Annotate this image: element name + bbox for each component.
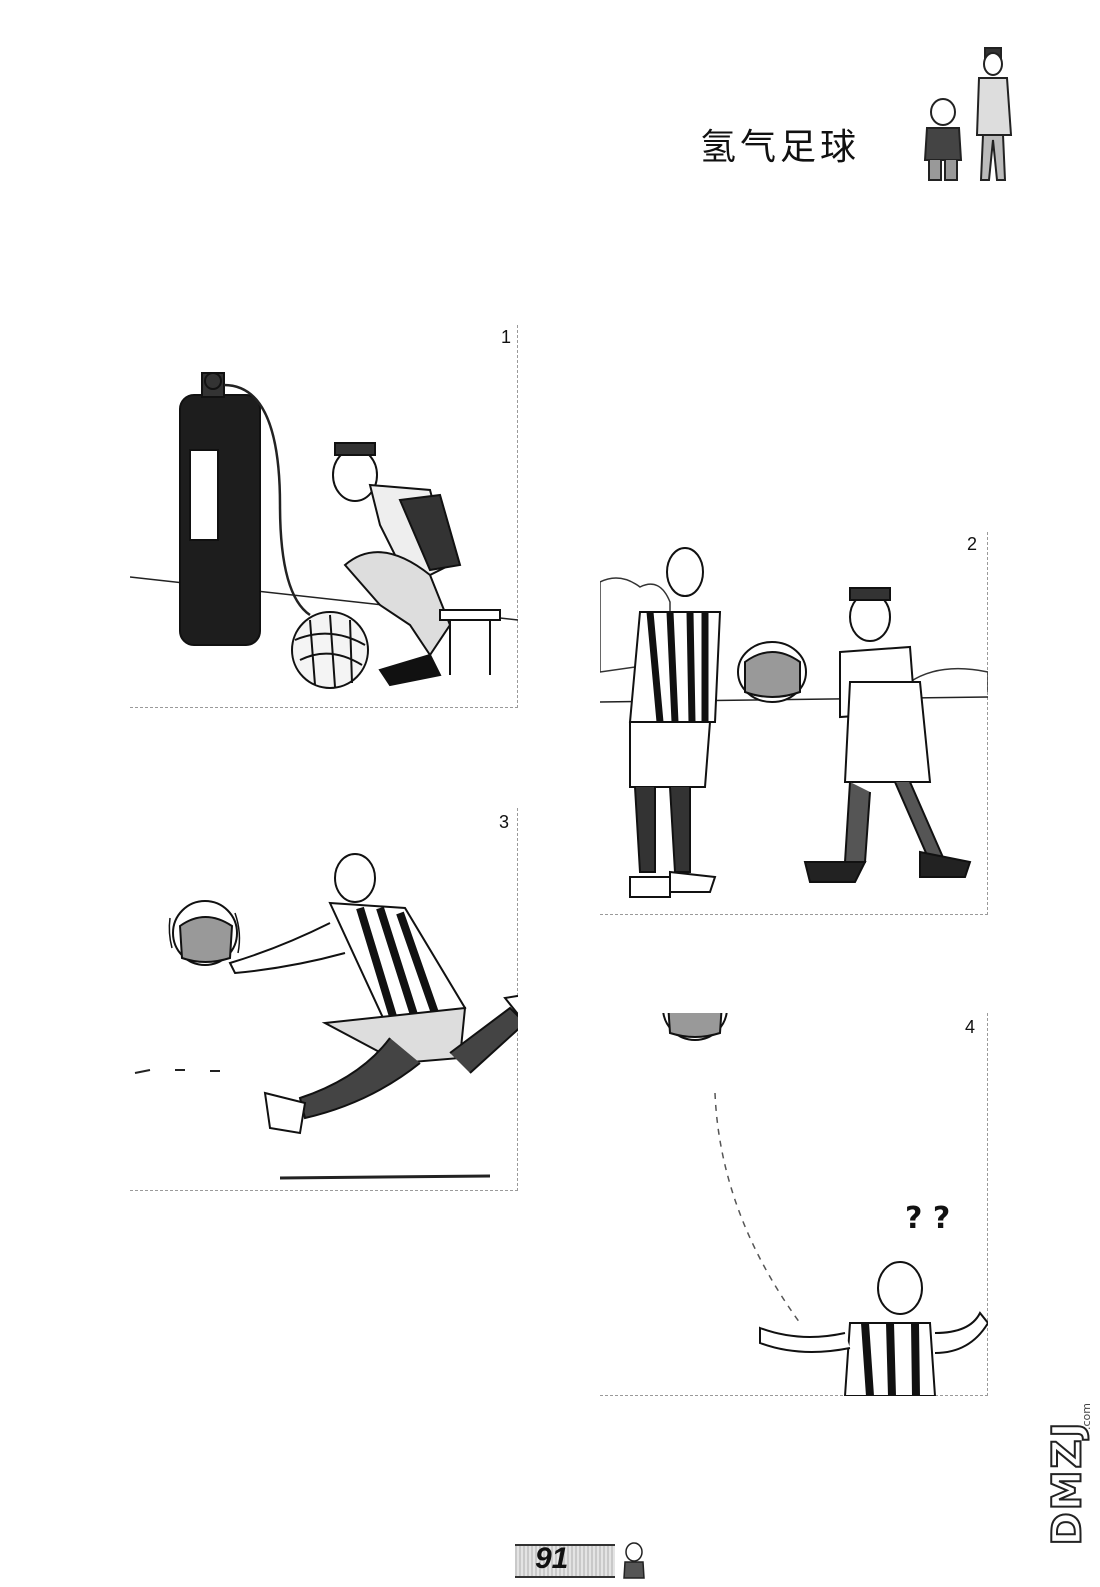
old-man-figure: [332, 442, 501, 687]
comic-panel-3: 3: [130, 808, 518, 1191]
watermark-domain: .com: [1080, 1403, 1093, 1430]
soccer-ball: [737, 641, 807, 703]
panel-1-illustration: [130, 372, 518, 689]
panel-number: 1: [500, 327, 511, 347]
panel-4-illustration: [662, 1013, 988, 1396]
soccer-ball: [168, 900, 241, 966]
mascot-illustration: [923, 47, 1013, 181]
panel-2-illustration: [600, 547, 988, 898]
gas-cylinder: [179, 372, 311, 646]
page-number: 91: [535, 1542, 569, 1575]
comic-panel-4: 4 ? ?: [600, 1013, 988, 1396]
mascot-mini-icon: [623, 1542, 645, 1579]
site-watermark: DMZJ .com: [1043, 1400, 1095, 1580]
soccer-ball: [662, 1013, 728, 1041]
old-man-figure: [803, 587, 972, 883]
page-title: 氢气足球: [700, 127, 861, 168]
watermark-logo: DMZJ: [1043, 1420, 1091, 1547]
tall-player-figure: [628, 547, 722, 898]
panel-number: 3: [498, 812, 509, 832]
player-figure: [228, 853, 518, 1135]
panel-number: 2: [966, 534, 977, 554]
comic-panel-1: 1: [130, 325, 518, 708]
comic-panel-2: 2: [600, 532, 988, 915]
ball-in-net: [291, 611, 369, 689]
panel-number: 4: [964, 1017, 975, 1037]
page-number-bar: [515, 1544, 615, 1578]
confused-player-figure: [759, 1261, 988, 1396]
question-marks: ? ?: [905, 1201, 951, 1236]
panel-3-illustration: [134, 853, 518, 1180]
page-number-block: 91: [515, 1538, 650, 1580]
